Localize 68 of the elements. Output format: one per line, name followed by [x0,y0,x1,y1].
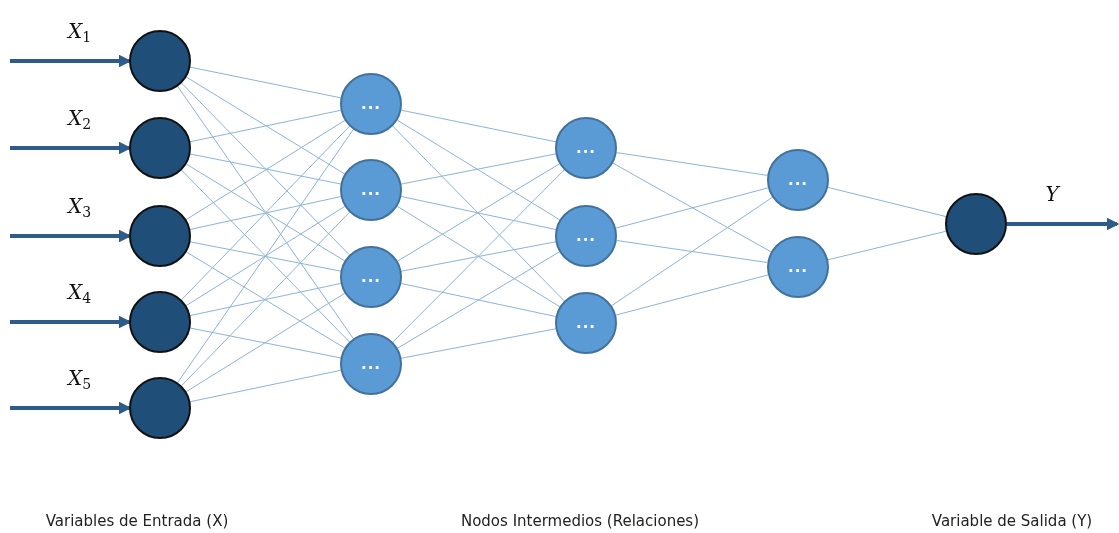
connection-line [397,163,560,262]
connection-line [189,196,342,230]
connection-line [189,241,342,272]
connection-line [181,211,350,387]
connection-line [185,119,346,221]
connection-line [397,251,560,349]
connection-line [189,327,342,359]
connection-line [400,109,557,143]
connection-line [400,328,557,359]
connection-line [400,283,557,317]
neuron-circle [129,377,191,439]
hidden-neuron-circle [340,246,402,308]
connection-line [827,230,947,261]
caption-text: Nodos Intermedios (Relaciones) [460,512,700,530]
edge-label: X$_{5}$ [67,368,92,391]
connection-line [185,205,346,307]
connection-line [396,119,561,221]
ellipsis-text: ... [360,182,382,198]
caption-text: Variables de Entrada (X) [45,512,229,530]
edge-label: X$_{1}$ [67,21,92,44]
connection-line [611,196,773,307]
hidden-neuron-circle [340,73,402,135]
connection-line [177,128,354,384]
hidden-neuron-circle [340,159,402,221]
connection-line [615,187,769,229]
connection-line [185,76,346,175]
connection-line [400,153,557,185]
edge-label: Y [1045,184,1059,204]
ellipsis-text: ... [575,140,597,156]
connection-line [396,205,561,308]
ellipsis-text: ... [360,96,382,112]
connection-line [189,153,342,185]
ellipsis-text: ... [360,269,382,285]
hidden-neuron-circle [340,333,402,395]
connection-line [185,163,346,262]
ellipsis-text: ... [575,315,597,331]
connection-line [400,241,557,272]
connection-line [392,125,565,302]
edge-label: X$_{4}$ [67,282,92,305]
ellipsis-text: ... [360,356,382,372]
caption-text: Variable de Salida (Y) [931,512,1093,530]
neuron-circle [129,291,191,353]
neuron-circle [129,205,191,267]
connection-line [177,85,354,340]
connection-line [181,169,350,343]
connection-line [189,282,342,317]
connection-line [189,369,342,403]
connection-line [189,66,342,99]
connection-line [189,109,342,143]
connection-line [392,169,565,343]
edge-label: X$_{3}$ [67,196,92,219]
ellipsis-text: ... [575,228,597,244]
connection-line [612,162,772,253]
connection-line [615,274,769,316]
arrow [1007,217,1119,231]
connection-line [616,152,768,176]
connection-line [616,240,768,263]
connection-line [186,251,345,349]
ellipsis-text: ... [787,172,809,188]
hidden-neuron-circle [555,292,617,354]
connection-line [181,125,350,301]
hidden-neuron-circle [555,117,617,179]
connection-line [827,186,947,218]
edge-label: X$_{2}$ [67,108,92,131]
connection-line [185,292,346,393]
connection-line [181,82,350,256]
ellipsis-text: ... [787,259,809,275]
connection-line [400,196,557,230]
